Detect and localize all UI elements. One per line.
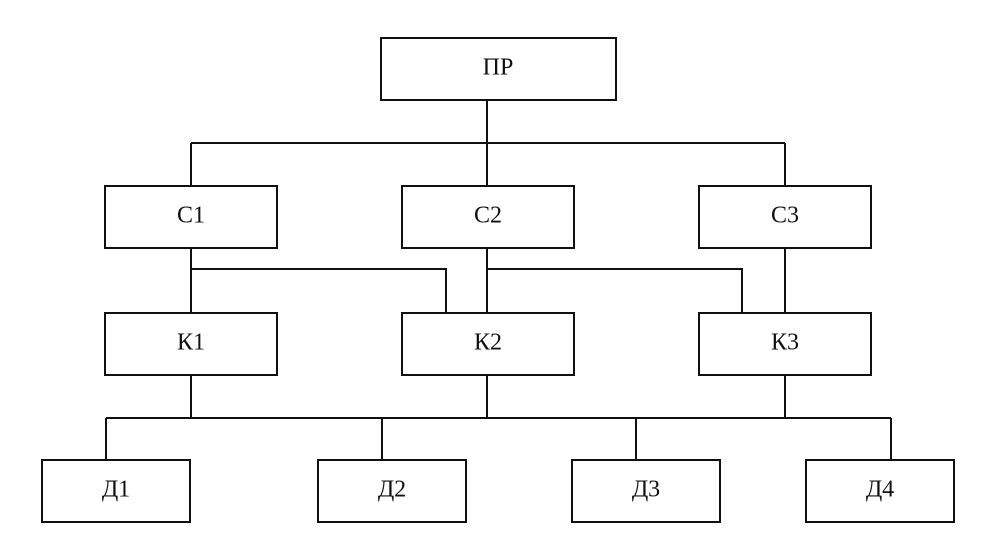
node-pr: ПР [380,37,617,101]
node-d2-label: Д2 [378,477,406,503]
edge-c1-to-k2 [191,268,447,313]
node-c1: С1 [104,185,278,249]
node-d1: Д1 [41,459,191,523]
node-k3-box [698,312,872,376]
node-pr-box [380,37,617,101]
node-d4-label: Д4 [866,477,894,503]
node-k3: К3 [698,312,872,376]
node-d2-box [317,459,467,523]
edges-c-to-k [190,248,786,313]
edges-pr-to-c [190,100,786,186]
node-c2-box [401,185,575,249]
node-c3-label: С3 [771,203,799,229]
node-d3-label: Д3 [632,477,660,503]
node-k3-label: К3 [771,330,799,356]
node-k1-label: К1 [177,330,205,356]
node-d1-label: Д1 [102,477,130,503]
node-d2: Д2 [317,459,467,523]
node-k2-label: К2 [474,330,502,356]
caption-strip [0,527,983,545]
node-c1-box [104,185,278,249]
node-d1-box [41,459,191,523]
node-c1-label: С1 [177,203,205,229]
node-c2-label: С2 [474,203,502,229]
node-pr-label: ПР [483,55,514,81]
node-k1-box [104,312,278,376]
node-c2: С2 [401,185,575,249]
node-k1: К1 [104,312,278,376]
edge-c2-to-k3 [487,268,743,313]
edges-k-to-d [105,375,892,460]
node-d4-box [805,459,955,523]
node-d4: Д4 [805,459,955,523]
node-k2: К2 [401,312,575,376]
node-d3-box [571,459,721,523]
node-k2-box [401,312,575,376]
node-c3: С3 [698,185,872,249]
node-c3-box [698,185,872,249]
node-d3: Д3 [571,459,721,523]
